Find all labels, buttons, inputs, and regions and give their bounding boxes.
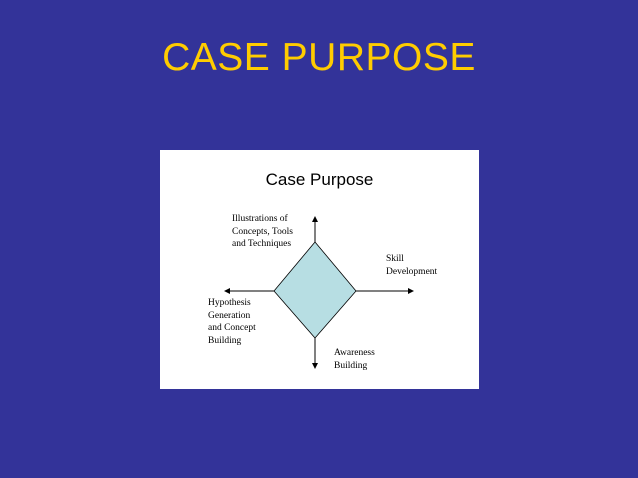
label-skill-development: Skill Development: [386, 254, 438, 277]
label-awareness-building: Awareness Building: [334, 348, 375, 371]
diagram-title: Case Purpose: [265, 170, 374, 189]
slide-title: CASE PURPOSE: [162, 36, 476, 79]
diagram-graphic: [224, 216, 414, 369]
label-hypothesis-generation: Hypothesis Generation and Concept Buildi…: [208, 298, 256, 346]
central-diamond: [273, 241, 357, 339]
diagram-panel: Case Purpose Illustrations of Concepts, …: [160, 150, 479, 389]
label-illustrations: Illustrations of Concepts, Tools and Tec…: [232, 214, 293, 249]
